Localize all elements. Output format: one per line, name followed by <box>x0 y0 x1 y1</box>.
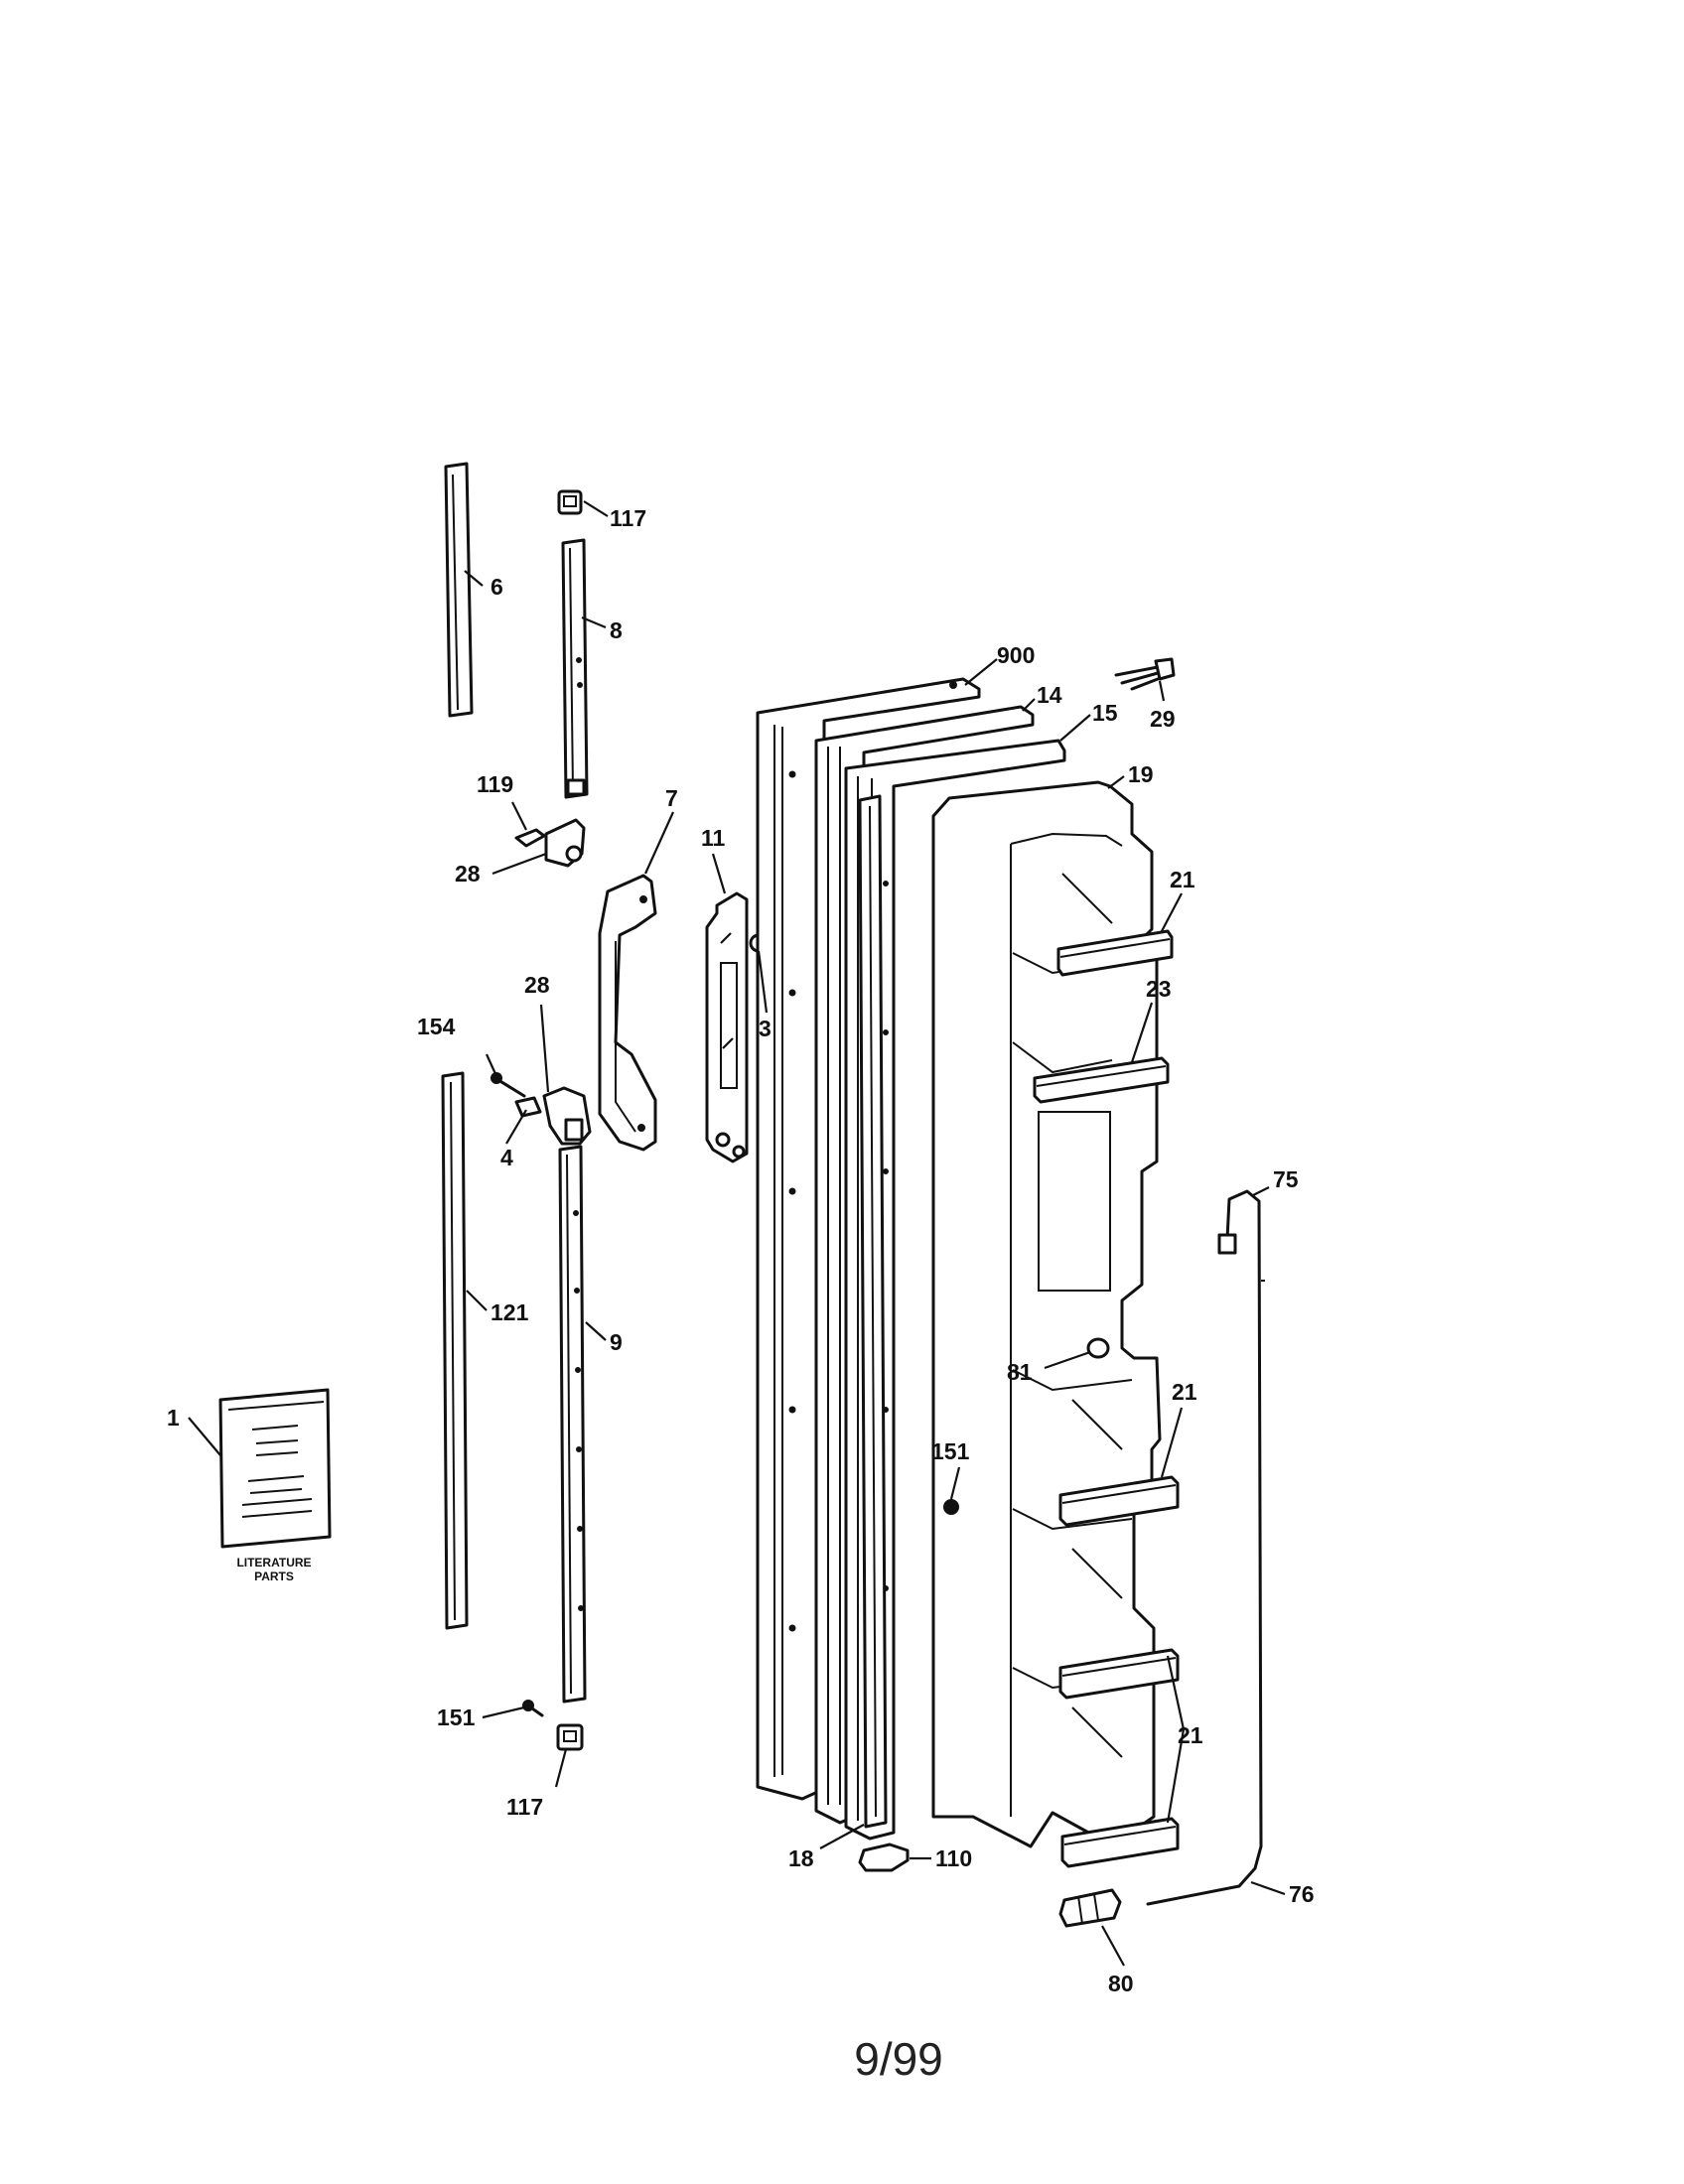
part-121-gasket-strip <box>441 1071 469 1630</box>
literature-label-line2: PARTS <box>254 1570 294 1583</box>
part-23-shelf-bar <box>1033 1056 1170 1104</box>
callout-151-mid: 151 <box>931 1438 970 1464</box>
part-28-lower-hinge <box>542 1086 592 1146</box>
part-28-upper-hinge <box>544 818 586 868</box>
part-110-cap <box>858 1843 910 1872</box>
callout-3: 3 <box>759 1016 772 1041</box>
callout-76: 76 <box>1289 1881 1315 1907</box>
part-21-shelf-bar-1 <box>1056 929 1174 977</box>
part-117-top-cap <box>557 489 583 515</box>
callout-29: 29 <box>1150 706 1176 732</box>
callout-151-left: 151 <box>437 1705 476 1730</box>
callout-18: 18 <box>788 1845 814 1871</box>
callout-121: 121 <box>491 1299 529 1325</box>
part-119-hinge-pin <box>514 828 546 848</box>
part-18-inner-strip <box>858 794 888 1829</box>
callout-117-top: 117 <box>610 505 646 531</box>
part-8-upper-channel <box>561 538 589 799</box>
callout-15: 15 <box>1092 700 1118 726</box>
callout-28-top: 28 <box>455 861 481 887</box>
part-6-trim-strip <box>444 462 474 718</box>
part-80-connector <box>1058 1888 1122 1928</box>
callout-21-bottom: 21 <box>1178 1722 1203 1748</box>
callout-8: 8 <box>610 617 623 643</box>
part-154-screw <box>491 1072 526 1098</box>
callout-11: 11 <box>701 825 726 851</box>
part-4-hinge-shim <box>514 1096 542 1118</box>
part-21-shelf-bar-2 <box>1058 1475 1180 1527</box>
part-151-screw-mid <box>943 1499 959 1515</box>
callout-119: 119 <box>477 771 513 797</box>
part-11-mount-bracket <box>705 891 749 1163</box>
callout-4: 4 <box>500 1145 513 1170</box>
callout-117-bottom: 117 <box>506 1794 543 1820</box>
callout-21-top: 21 <box>1170 867 1195 892</box>
part-117-bottom-cap <box>556 1723 584 1751</box>
footer-date: 9/99 <box>854 2033 943 2085</box>
part-151-screw-left <box>522 1700 544 1717</box>
part-1-literature-booklet <box>218 1388 332 1549</box>
callout-19: 19 <box>1128 761 1154 787</box>
part-21-shelf-bar-4 <box>1060 1817 1180 1868</box>
callout-154: 154 <box>417 1014 456 1039</box>
callout-110: 110 <box>935 1845 972 1871</box>
callout-28-mid: 28 <box>524 972 550 998</box>
callout-900: 900 <box>997 642 1035 668</box>
callout-9: 9 <box>610 1329 623 1355</box>
leader-lines <box>188 500 1286 1967</box>
callout-1: 1 <box>167 1405 180 1431</box>
callout-75: 75 <box>1273 1166 1299 1192</box>
callout-labels: 117 6 8 900 14 15 29 19 119 7 11 28 21 2… <box>167 505 1315 1996</box>
callout-7: 7 <box>665 785 678 811</box>
part-9-lower-channel <box>558 1145 587 1704</box>
part-75-water-tube <box>1146 1189 1265 1906</box>
part-81-plug <box>1086 1337 1110 1359</box>
callout-6: 6 <box>491 574 503 600</box>
callout-14: 14 <box>1037 682 1062 708</box>
callout-81: 81 <box>1007 1359 1033 1385</box>
callout-21-mid: 21 <box>1172 1379 1197 1405</box>
callout-23: 23 <box>1146 976 1172 1002</box>
callout-80: 80 <box>1108 1971 1134 1996</box>
part-21-shelf-bar-3 <box>1058 1648 1180 1700</box>
literature-label-line1: LITERATURE <box>236 1556 311 1570</box>
part-7-door-handle <box>598 874 657 1152</box>
part-29-wire-harness <box>1114 657 1176 691</box>
